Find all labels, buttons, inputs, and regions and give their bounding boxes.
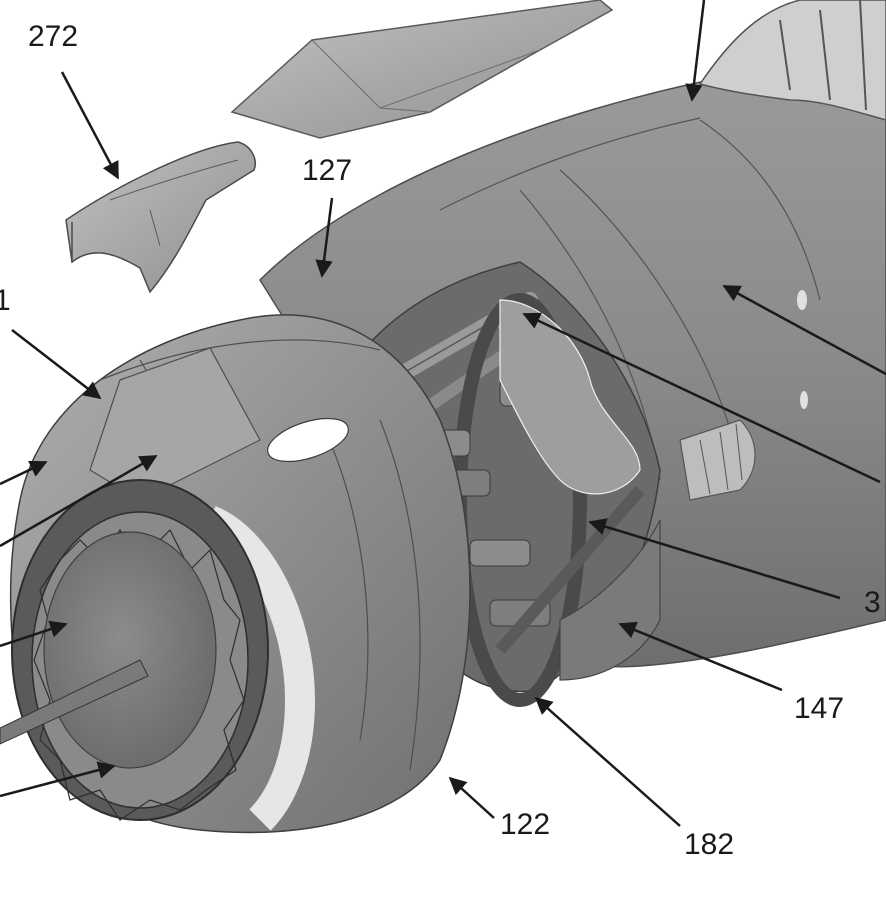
leader-1 xyxy=(11,329,102,400)
leader-272 xyxy=(60,71,120,180)
leader-122 xyxy=(448,776,495,819)
leader-182 xyxy=(534,696,681,827)
prop-shaft xyxy=(0,659,149,745)
callout-127: 127 xyxy=(302,154,353,187)
leader-3 xyxy=(588,518,841,600)
leader-lines xyxy=(0,0,886,827)
callout-3: 3 xyxy=(864,586,881,619)
callout-182: 182 xyxy=(684,828,735,861)
exhaust-stacks xyxy=(679,419,756,501)
leader-left-4 xyxy=(0,761,116,798)
callout-1: 1 xyxy=(0,284,11,317)
cowl-front xyxy=(11,479,269,821)
leader-left-3 xyxy=(0,620,68,648)
callout-122: 122 xyxy=(500,808,551,841)
leader-127 xyxy=(315,197,334,278)
leader-147 xyxy=(618,621,783,692)
leader-left-2 xyxy=(0,454,158,548)
callout-272: 272 xyxy=(28,20,79,53)
cowl-panel-272 xyxy=(65,141,256,294)
leader-right-2 xyxy=(522,312,881,484)
leader-top xyxy=(685,0,706,102)
leader-left-1 xyxy=(0,460,48,486)
cockpit-frame xyxy=(698,0,886,121)
leader-right-1 xyxy=(722,284,886,376)
lower-cowl xyxy=(559,519,661,681)
callout-147: 147 xyxy=(794,692,845,725)
upper-cover-panel xyxy=(230,0,614,139)
